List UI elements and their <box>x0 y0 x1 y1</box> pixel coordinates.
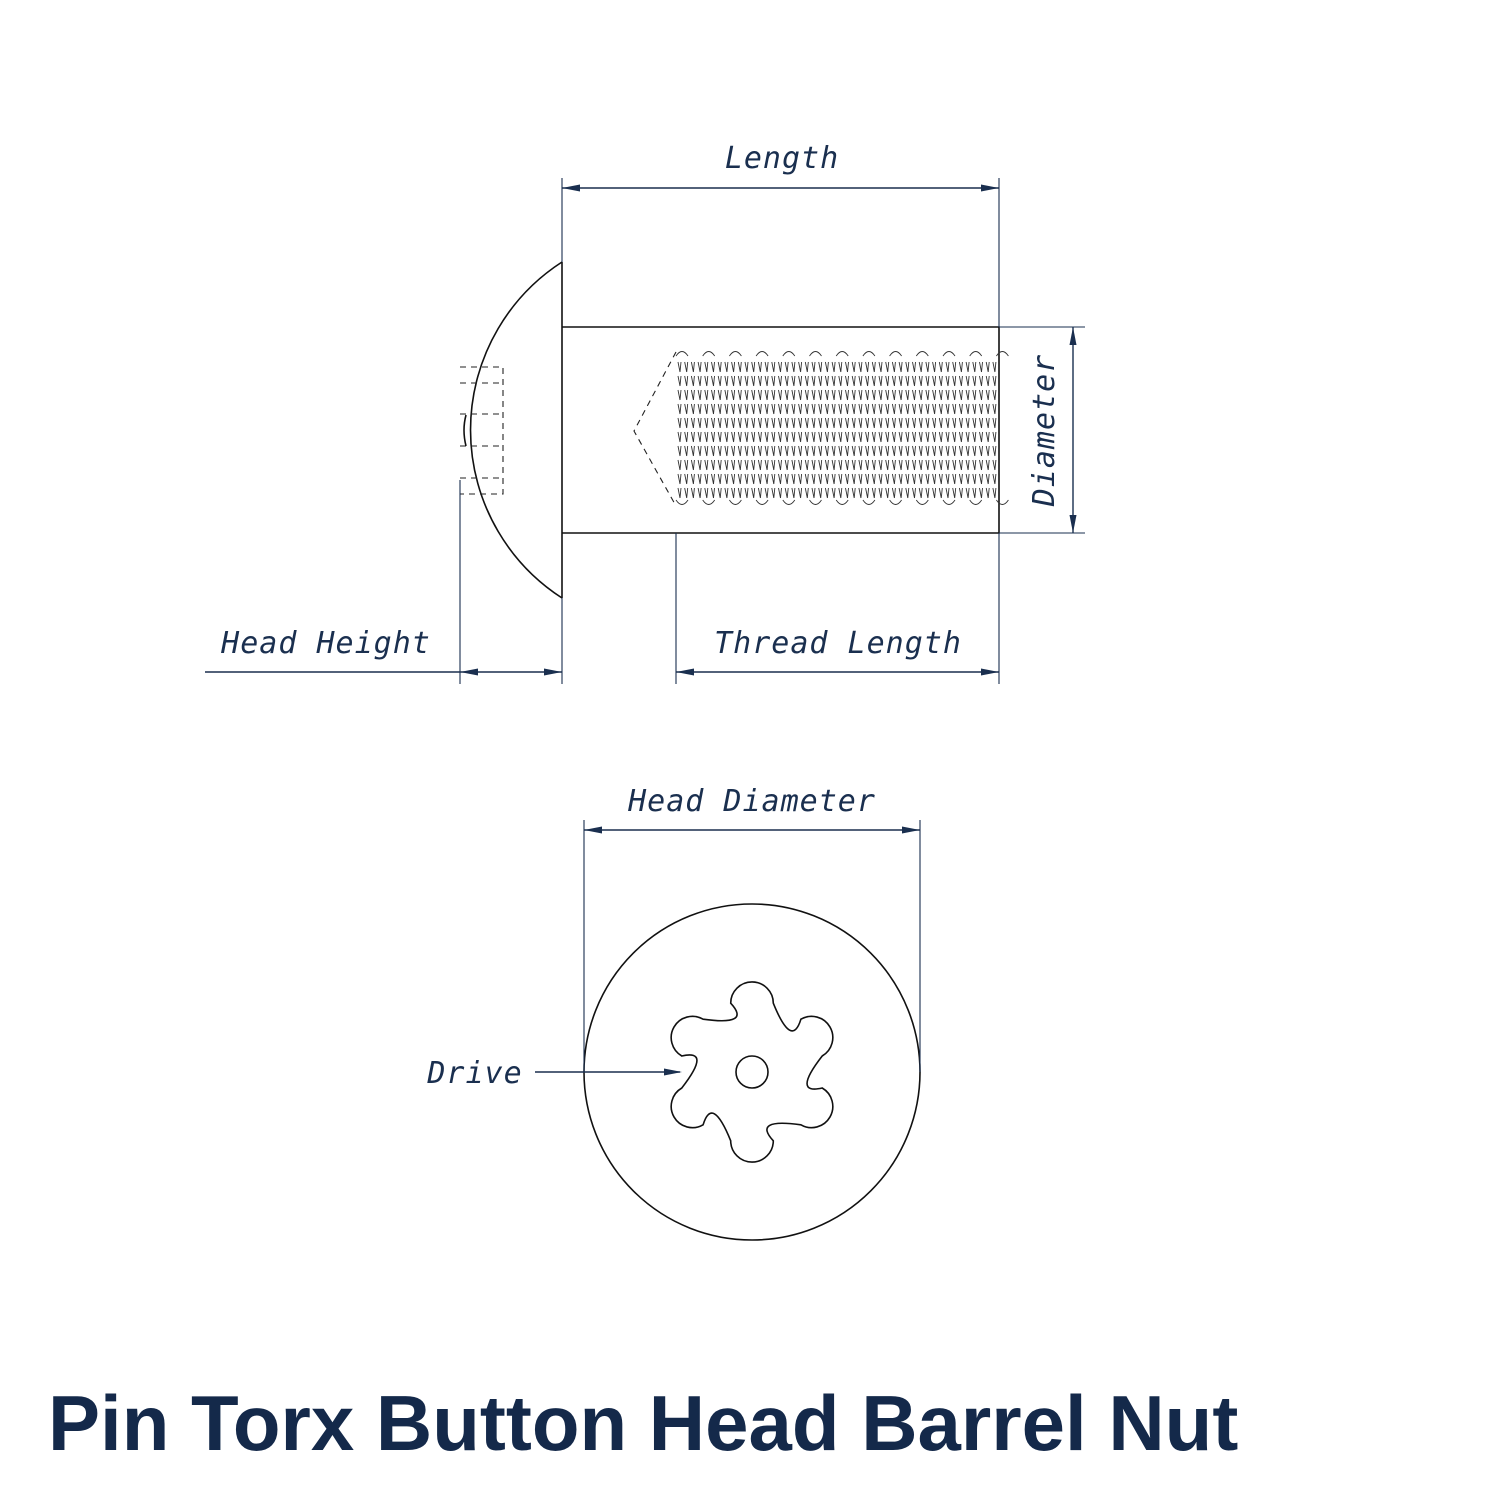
thread-cone-hidden <box>633 351 677 507</box>
length-dimension: Length <box>561 141 1000 327</box>
diameter-dimension: Diameter <box>999 326 1085 534</box>
length-label: Length <box>725 141 839 176</box>
head-dome-outline <box>469 261 563 599</box>
security-pin <box>735 1055 769 1089</box>
diameter-label: Diameter <box>1027 354 1062 508</box>
thread-hatch-strokes <box>675 351 1009 505</box>
thread-length-label: Thread Length <box>714 626 962 661</box>
thread-length-dimension: Thread Length <box>675 533 1000 684</box>
drive-recess-hidden <box>460 366 504 495</box>
drive-label: Drive <box>426 1056 522 1091</box>
head-height-label: Head Height <box>220 626 431 661</box>
torx-drive-icon <box>670 981 834 1163</box>
head-height-dimension: Head Height <box>205 480 563 684</box>
page-title: Pin Torx Button Head Barrel Nut <box>48 1379 1239 1467</box>
barrel-outline <box>562 326 1000 534</box>
head-diameter-label: Head Diameter <box>627 784 876 819</box>
side-view <box>460 261 1009 599</box>
internal-thread-hatching <box>675 351 1009 505</box>
head-diameter-dimension: Head Diameter <box>583 784 921 1072</box>
drive-leader: Drive <box>426 1056 682 1091</box>
